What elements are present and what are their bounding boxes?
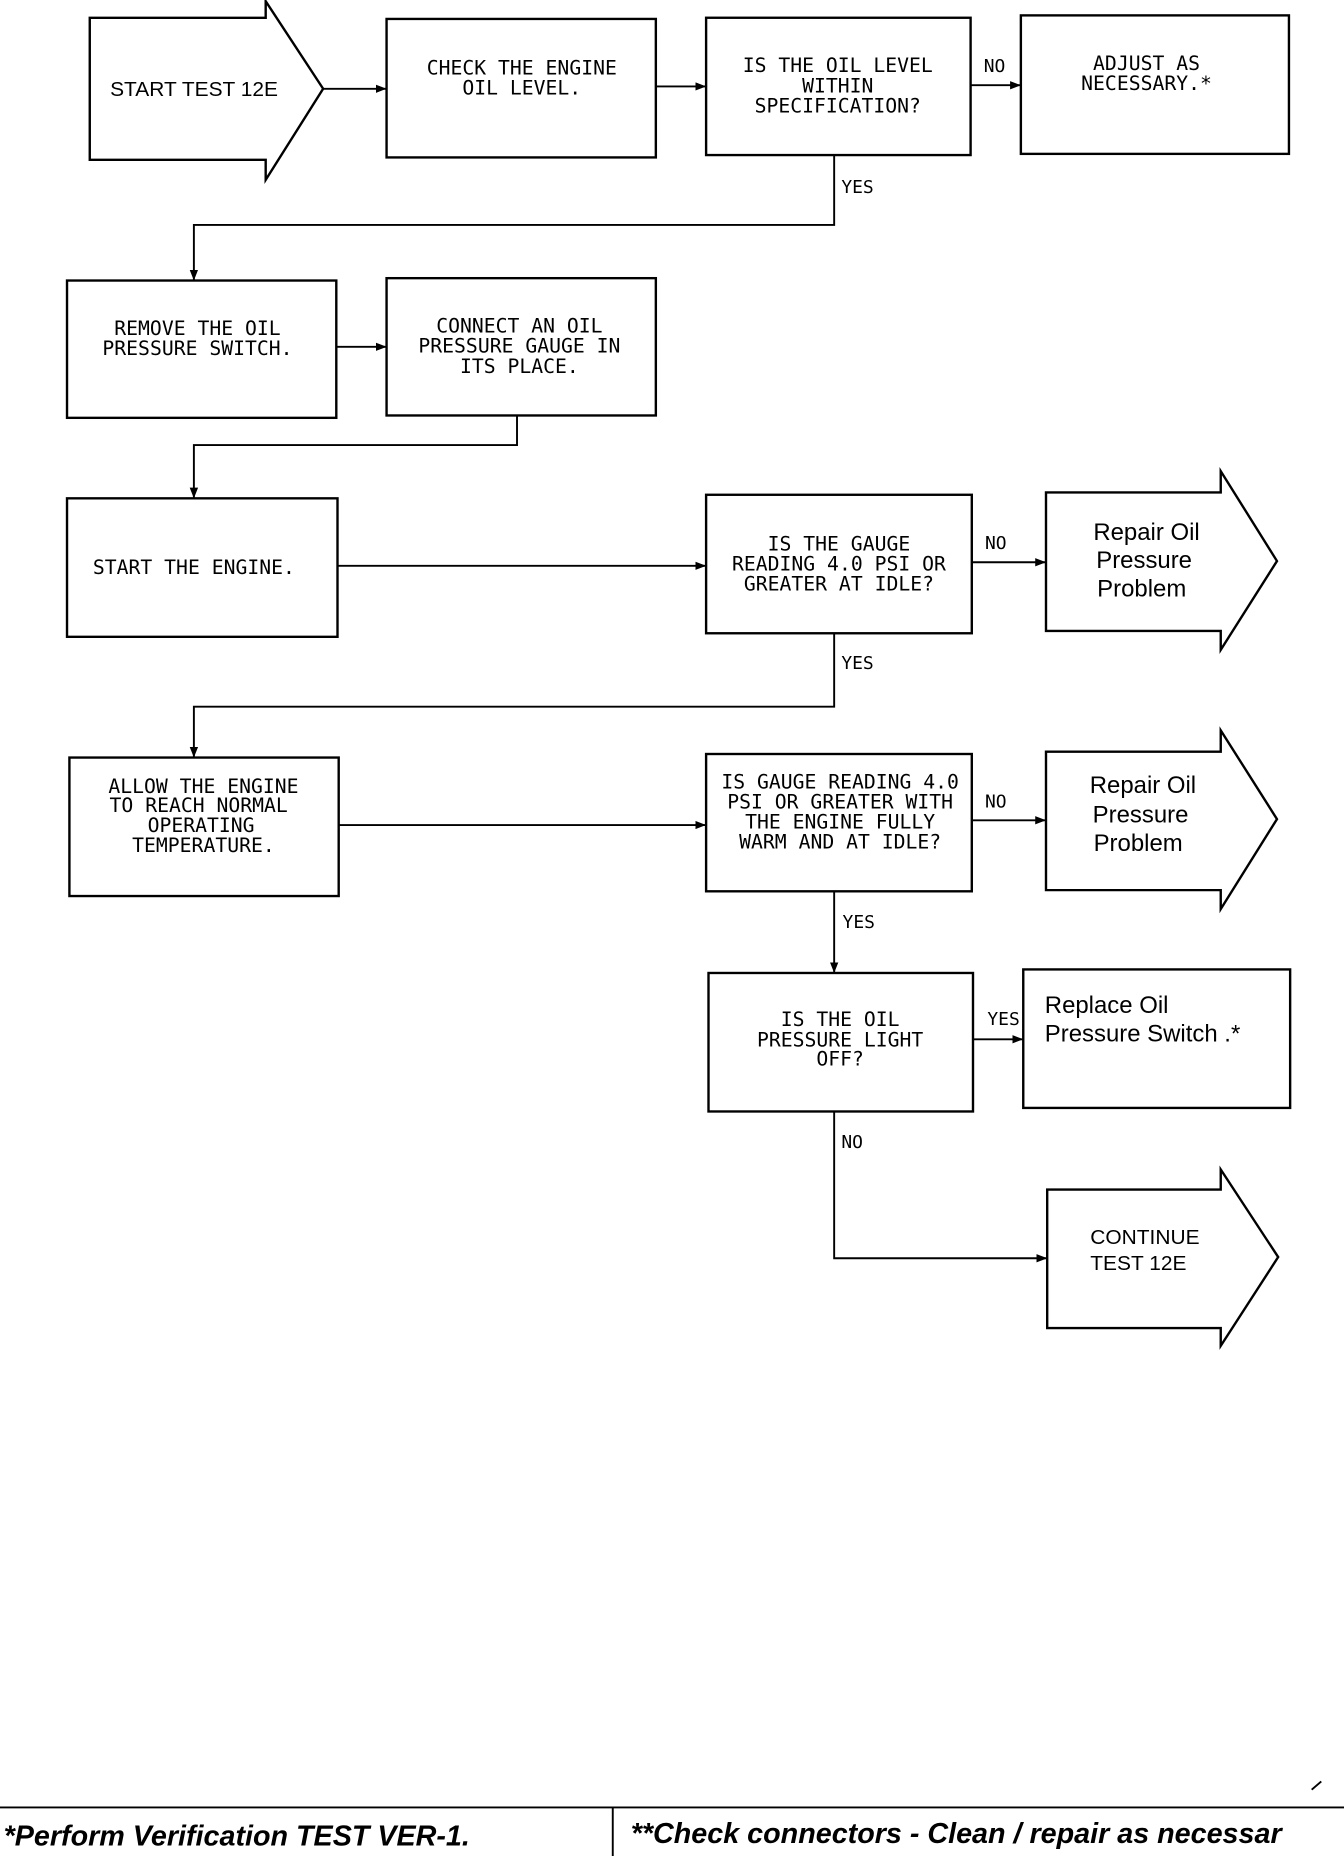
repair-line: Pressure (1096, 547, 1192, 574)
start-engine-line: START THE ENGINE. (93, 556, 295, 579)
pen-mark (1311, 1780, 1322, 1791)
start-engine-frame (65, 497, 339, 638)
oil-level-decision-line: SPECIFICATION? (755, 95, 921, 118)
connect-gauge-box: CONNECT AN OIL PRESSURE GAUGE IN ITS PLA… (385, 276, 658, 417)
remove-switch-line: REMOVE THE OIL (114, 317, 280, 340)
light-off-decision-line: PRESSURE LIGHT (757, 1028, 924, 1051)
connect-gauge-line: ITS PLACE. (460, 355, 579, 378)
warm-up-line: ALLOW THE ENGINE (108, 775, 298, 798)
connector-gauge-idle-yes-to-warm-up (189, 633, 836, 758)
repair-arrow-shape (1044, 726, 1279, 914)
repair-line: Repair Oil (1090, 772, 1196, 799)
gauge-idle-decision-line: GREATER AT IDLE? (744, 573, 934, 596)
remove-switch-box: REMOVE THE OIL PRESSURE SWITCH. (65, 279, 338, 420)
start-engine-box: START THE ENGINE. (65, 497, 339, 638)
continue-test-arrow: CONTINUE TEST 12E (1045, 1165, 1280, 1350)
repair-oil-pressure-arrow: Repair Oil Pressure Problem (1044, 466, 1279, 654)
continue-line: TEST 12E (1090, 1252, 1186, 1275)
repair-line: Pressure (1093, 802, 1189, 829)
oil-level-decision-line: IS THE OIL LEVEL (743, 54, 933, 77)
warm-up-line: OPERATING (148, 814, 255, 837)
adjust-line: NECESSARY.* (1081, 72, 1212, 95)
edge-label-yes: YES (987, 1009, 1019, 1030)
repair-oil-pressure-arrow: Repair Oil Pressure Problem (1044, 726, 1279, 914)
light-off-decision-line: IS THE OIL (781, 1008, 900, 1031)
gauge-warm-decision-frame (704, 752, 973, 893)
footer: *Perform Verification TEST VER-1. **Chec… (0, 1806, 1344, 1856)
gauge-idle-decision-line: IS THE GAUGE (768, 533, 911, 556)
gauge-idle-decision-line: READING 4.0 PSI OR (732, 553, 946, 576)
gauge-idle-decision-box: IS THE GAUGE READING 4.0 PSI OR GREATER … (704, 493, 973, 635)
start-label: START TEST 12E (110, 78, 278, 101)
replace-switch-line: Replace Oil (1045, 992, 1169, 1019)
warm-up-line: TEMPERATURE. (132, 834, 275, 857)
edge-label-yes: YES (841, 177, 873, 198)
light-off-decision-frame (707, 971, 975, 1113)
connect-gauge-line: CONNECT AN OIL (436, 315, 602, 338)
continue-line: CONTINUE (1090, 1226, 1199, 1249)
repair-line: Problem (1094, 830, 1183, 857)
edge-label-no: NO (985, 533, 1007, 554)
continue-arrow-shape (1045, 1165, 1280, 1350)
check-oil-level-box: CHECK THE ENGINE OIL LEVEL. (385, 17, 658, 159)
connector-connect-to-start-engine (189, 415, 518, 499)
check-oil-level-line: CHECK THE ENGINE (427, 57, 617, 80)
gauge-warm-decision-line: WARM AND AT IDLE? (739, 831, 941, 854)
light-off-decision-line: OFF? (816, 1047, 864, 1070)
edge-label-yes: YES (843, 912, 875, 933)
repair-line: Problem (1097, 576, 1186, 603)
edge-label-yes: YES (841, 653, 873, 674)
warm-up-frame (68, 756, 340, 898)
start-arrow-shape (88, 0, 325, 185)
start-test-arrow: START TEST 12E (88, 0, 325, 185)
gauge-idle-decision-frame (704, 493, 973, 635)
light-off-decision-box: IS THE OIL PRESSURE LIGHT OFF? (707, 971, 975, 1113)
remove-switch-frame (65, 279, 338, 420)
gauge-warm-decision-line: THE ENGINE FULLY (745, 811, 935, 834)
repair-line: Repair Oil (1093, 519, 1199, 546)
replace-switch-line: Pressure Switch .* (1045, 1021, 1240, 1048)
adjust-box: ADJUST AS NECESSARY.* (1019, 14, 1291, 156)
adjust-line: ADJUST AS (1093, 52, 1200, 75)
connect-gauge-line: PRESSURE GAUGE IN (418, 335, 620, 358)
warm-up-line: TO REACH NORMAL (110, 794, 288, 817)
connector-decision-yes-to-remove (189, 155, 836, 281)
edge-label-no: NO (841, 1132, 863, 1153)
oil-level-decision-line: WITHIN (802, 74, 873, 97)
gauge-warm-decision-box: IS GAUGE READING 4.0 PSI OR GREATER WITH… (704, 752, 973, 893)
connector-light-off-no-to-continue (833, 1111, 1048, 1263)
gauge-warm-decision-line: PSI OR GREATER WITH (727, 791, 953, 814)
footer-note-verification: *Perform Verification TEST VER-1. (4, 1820, 470, 1852)
replace-switch-box: Replace Oil Pressure Switch .* (1022, 968, 1292, 1110)
warm-up-box: ALLOW THE ENGINE TO REACH NORMAL OPERATI… (68, 756, 340, 898)
edge-label-no: NO (985, 791, 1007, 812)
edge-label-no: NO (984, 56, 1006, 77)
repair-arrow-shape (1044, 466, 1279, 654)
gauge-warm-decision-line: IS GAUGE READING 4.0 (721, 770, 959, 793)
footer-note-connectors: **Check connectors - Clean / repair as n… (631, 1818, 1284, 1850)
remove-switch-line: PRESSURE SWITCH. (102, 337, 292, 360)
check-oil-level-line: OIL LEVEL. (462, 77, 581, 100)
oil-level-decision-box: IS THE OIL LEVEL WITHIN SPECIFICATION? (704, 16, 972, 157)
